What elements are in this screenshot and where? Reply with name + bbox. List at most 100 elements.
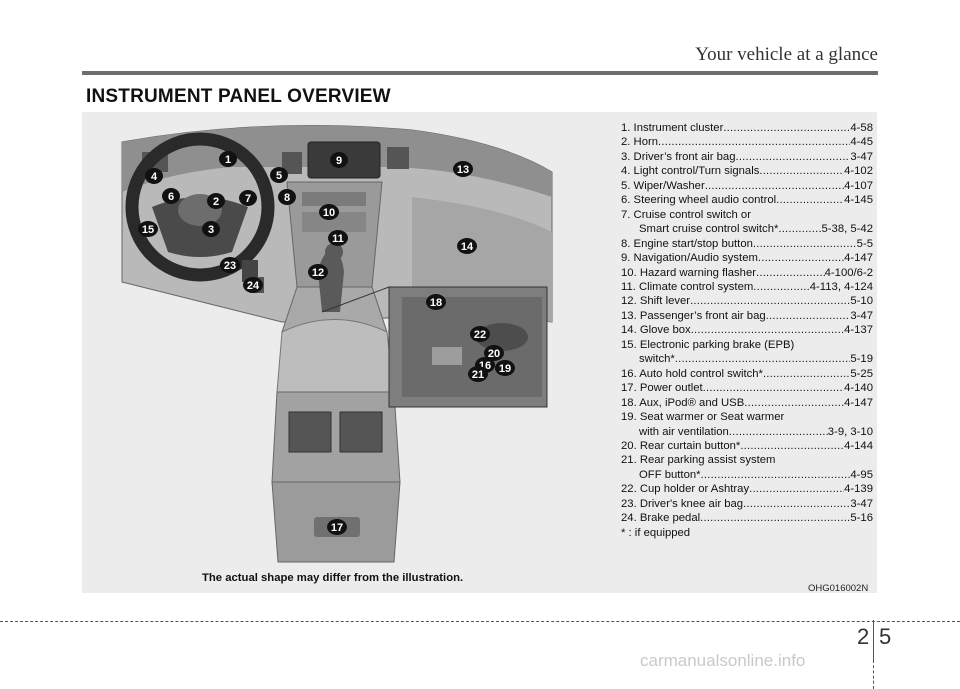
leader-dots <box>700 511 850 525</box>
footnote: * : if equipped <box>621 526 691 539</box>
badge-12: 12 <box>308 264 328 280</box>
badge-23: 23 <box>220 257 240 273</box>
legend-item-page: 4-147 <box>844 252 873 265</box>
badge-15: 15 <box>138 221 158 237</box>
leader-dots <box>690 294 850 308</box>
leader-dots <box>744 396 844 410</box>
footer-rule <box>0 621 960 623</box>
legend-item-label: 24. Brake pedal <box>621 512 701 525</box>
leader-dots <box>756 266 825 280</box>
legend-item: 6. Steering wheel audio control4-145 <box>621 193 873 207</box>
legend-item-page: 4-107 <box>844 179 873 192</box>
badge-11: 11 <box>328 230 348 246</box>
legend-item: 14. Glove box4-137 <box>621 323 873 337</box>
legend-item-page: 3-47 <box>850 497 873 510</box>
legend-item-label: 5. Wiper/Washer <box>621 179 705 192</box>
svg-text:2: 2 <box>213 196 219 208</box>
svg-text:18: 18 <box>430 297 442 309</box>
legend-item: 22. Cup holder or Ashtray4-139 <box>621 482 873 496</box>
svg-text:24: 24 <box>247 280 260 292</box>
svg-text:9: 9 <box>336 155 342 167</box>
page-number: 5 <box>879 624 892 649</box>
legend-item: 4. Light control/Turn signals 4-102 <box>621 164 873 178</box>
legend-item-page: 5-25 <box>850 367 873 380</box>
legend-item-label: 3. Driver’s front air bag <box>621 150 736 163</box>
badge-6: 6 <box>162 188 180 204</box>
legend-item-label: 13. Passenger’s front air bag <box>621 309 766 322</box>
legend-item-label: 2. Horn <box>621 136 659 149</box>
leader-dots <box>740 439 844 453</box>
leader-dots <box>749 482 844 496</box>
legend-item-page: 4-102 <box>844 165 873 178</box>
figure-caption: The actual shape may differ from the ill… <box>202 572 464 584</box>
legend-item: 21. Rear parking assist system <box>621 453 873 467</box>
svg-text:15: 15 <box>142 224 154 236</box>
badge-14: 14 <box>457 238 477 254</box>
running-header: Your vehicle at a glance <box>695 44 878 65</box>
legend-item: 17. Power outlet4-140 <box>621 381 873 395</box>
svg-text:17: 17 <box>331 522 343 534</box>
leader-dots <box>778 222 821 236</box>
legend-item-page: 5-10 <box>850 295 873 308</box>
legend-item-page: 4-137 <box>844 324 873 337</box>
legend-item-page: 4-147 <box>844 396 873 409</box>
badge-1: 1 <box>219 151 237 167</box>
legend-item: 7. Cruise control switch or <box>621 208 873 222</box>
legend-item-label: 1. Instrument cluster <box>621 122 724 134</box>
badge-13: 13 <box>453 161 473 177</box>
leader-dots <box>701 468 851 482</box>
legend-item-page: 3-47 <box>850 309 873 322</box>
instrument-panel-illustration: 1 2 3 4 5 6 7 8 9 10 11 12 13 14 15 16 1… <box>121 125 553 563</box>
page-number-separator <box>873 620 874 660</box>
badge-18: 18 <box>426 294 446 310</box>
legend-item-continuation: Smart cruise control switch*5-38, 5-42 <box>621 222 873 236</box>
legend-item: 19. Seat warmer or Seat warmer <box>621 410 873 424</box>
badge-4: 4 <box>145 168 163 184</box>
leader-dots <box>763 367 850 381</box>
badge-5: 5 <box>270 167 288 183</box>
legend-item: 3. Driver’s front air bag 3-47 <box>621 150 873 164</box>
legend-item-label-cont: switch* <box>639 353 675 366</box>
badge-19: 19 <box>495 360 515 376</box>
svg-text:7: 7 <box>245 193 251 205</box>
badge-24: 24 <box>243 277 263 293</box>
leader-dots <box>759 164 844 178</box>
legend-item-page: 4-145 <box>844 194 873 207</box>
legend-item-label: 21. Rear parking assist system <box>621 454 776 467</box>
svg-text:23: 23 <box>224 260 236 272</box>
leader-dots <box>776 193 844 207</box>
legend-item-page: 3-47 <box>850 150 873 163</box>
leader-dots <box>703 381 844 395</box>
legend-item-page: 4-100/6-2 <box>824 266 873 279</box>
legend-item: 8. Engine start/stop button5-5 <box>621 237 873 251</box>
legend-item-label-cont: OFF button* <box>639 468 701 481</box>
legend-item-label: 17. Power outlet <box>621 382 703 395</box>
legend-item-continuation: with air ventilation3-9, 3-10 <box>621 425 873 439</box>
svg-text:3: 3 <box>208 224 214 236</box>
legend-item-label: 8. Engine start/stop button <box>621 237 753 250</box>
svg-text:6: 6 <box>168 191 174 203</box>
leader-dots <box>758 251 844 265</box>
badge-3: 3 <box>202 221 220 237</box>
svg-text:12: 12 <box>312 267 324 279</box>
legend-item: 9. Navigation/Audio system 4-147 <box>621 251 873 265</box>
legend-item-page: 4-95 <box>850 468 873 481</box>
leader-dots <box>658 135 850 149</box>
legend-item: 20. Rear curtain button*4-144 <box>621 439 873 453</box>
legend-item: 1. Instrument cluster4-58 <box>621 121 873 135</box>
legend-item-continuation: switch*5-19 <box>621 352 873 366</box>
badge-21: 21 <box>468 366 488 382</box>
chapter-number: 2 <box>857 624 870 649</box>
legend-item: 23. Driver's knee air bag3-47 <box>621 497 873 511</box>
legend-item-page: 4-45 <box>850 136 873 149</box>
legend-item-page: 5-16 <box>850 512 873 525</box>
svg-text:10: 10 <box>323 207 335 219</box>
image-code: OHG016002N <box>808 583 869 594</box>
legend-item: 15. Electronic parking brake (EPB) <box>621 338 873 352</box>
legend-item-label: 9. Navigation/Audio system <box>621 252 758 265</box>
legend-item-page: 4-113, 4-124 <box>809 280 873 293</box>
badge-8: 8 <box>278 189 296 205</box>
legend-item-label: 19. Seat warmer or Seat warmer <box>621 411 785 424</box>
legend-item-label: 4. Light control/Turn signals <box>621 165 760 178</box>
svg-text:14: 14 <box>461 241 474 253</box>
